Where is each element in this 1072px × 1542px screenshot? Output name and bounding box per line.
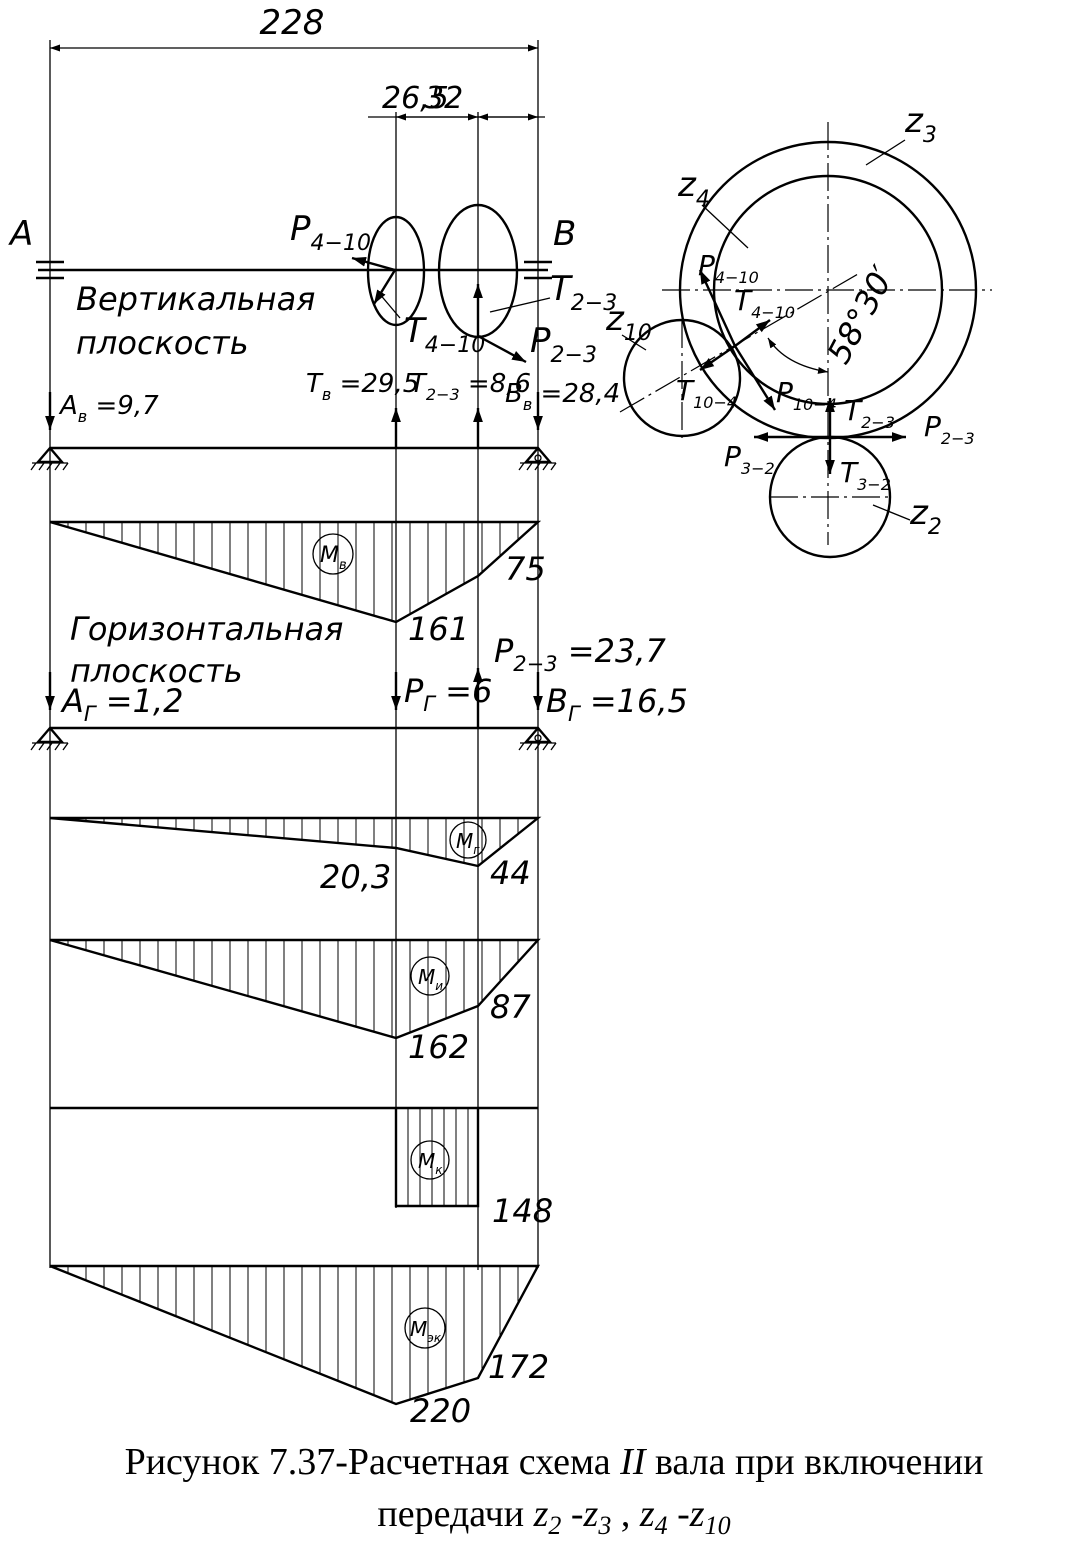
- force-p-4-10: P4−10: [290, 209, 371, 256]
- load-b-vertical: Bв =28,4: [505, 379, 620, 414]
- gear-end-view: [619, 122, 992, 559]
- gear-force-t-2-3: T2−3: [844, 394, 895, 432]
- moment-torque-tag: Mк: [418, 1149, 443, 1177]
- dimension-right: 32: [425, 81, 463, 116]
- gear-z10-label: z10: [605, 299, 652, 346]
- support-b-label: B: [553, 214, 576, 254]
- gear-z2-label: z2: [909, 493, 942, 540]
- moment-diagram-torque: [50, 1106, 538, 1208]
- moment-torque-value-148: 148: [492, 1192, 553, 1230]
- vertical-beam: [30, 392, 557, 471]
- moment-diagram-vertical: [49, 520, 542, 624]
- gear-force-p-2-3: P2−3: [924, 410, 975, 448]
- vertical-plane-label-line1: Вертикальная: [76, 280, 315, 318]
- horizontal-beam: [30, 668, 557, 751]
- gear-z4-label: z4: [677, 165, 710, 212]
- horizontal-plane-label-line1: Горизонтальная: [70, 610, 343, 648]
- gear-force-p-3-2: P3−2: [724, 440, 775, 478]
- dimension-inner: 26,5: [382, 81, 449, 116]
- gear-angle-label: 58°30′: [820, 259, 903, 370]
- load-b-horizontal: BГ =16,5: [546, 682, 688, 726]
- moment-horizontal-value-20-3: 20,3: [320, 858, 391, 896]
- load-a-horizontal: AГ =1,2: [60, 682, 183, 726]
- load-t-vertical: Tв =29,5: [306, 369, 419, 404]
- load-p-horizontal: PГ =6: [404, 672, 492, 716]
- figure-caption-line1: Рисунок 7.37-Расчетная схема II вала при…: [125, 1441, 984, 1483]
- moment-bending-tag: Mи: [418, 965, 443, 993]
- moment-diagram-bending: [49, 938, 541, 1040]
- gear-force-p-4-10: P4−10: [698, 249, 759, 287]
- moment-bending-value-162: 162: [408, 1028, 469, 1066]
- moment-equivalent-tag: Mэк: [410, 1317, 442, 1345]
- moment-horizontal-value-44: 44: [490, 854, 531, 892]
- force-t-2-3: T2−3: [550, 269, 617, 316]
- moment-diagram-equivalent: [49, 1264, 541, 1406]
- moment-vertical-value-161: 161: [408, 610, 469, 648]
- gear-force-t-3-2: T3−2: [840, 456, 891, 494]
- load-p-2-3-horizontal: P2−3 =23,7: [494, 632, 667, 676]
- moment-diagram-horizontal: [49, 816, 542, 868]
- horizontal-plane-label-line2: плоскость: [70, 652, 243, 690]
- load-t-2-3-vertical: T2−3 =8,6: [410, 369, 531, 404]
- moment-horizontal-tag: Mг: [456, 829, 480, 857]
- force-t-4-10: T4−10: [404, 311, 485, 358]
- moment-equivalent-value-172: 172: [488, 1348, 549, 1386]
- moment-bending-value-87: 87: [490, 988, 531, 1026]
- dimension-total: 228: [260, 3, 325, 43]
- moment-equivalent-value-220: 220: [410, 1392, 471, 1430]
- figure-caption-line2: передачи z2 -z3 , z4 -z10: [377, 1493, 730, 1540]
- force-p-2-3: P2−3: [530, 321, 597, 368]
- gear-force-t-10-4: T10−4: [676, 374, 737, 412]
- gear-force-p-10-4: P10−4: [776, 376, 837, 414]
- moment-vertical-tag: Mв: [320, 543, 347, 573]
- load-a-vertical: Aв =9,7: [58, 391, 159, 426]
- support-a-label: A: [8, 214, 33, 254]
- gear-z3-label: z3: [904, 101, 937, 148]
- gear-force-t-4-10: T4−10: [734, 284, 795, 322]
- gear-z4-ellipse: [366, 215, 426, 327]
- vertical-plane-label-line2: плоскость: [76, 324, 249, 362]
- shaft-sketch: [36, 203, 552, 364]
- moment-vertical-value-75: 75: [505, 550, 546, 588]
